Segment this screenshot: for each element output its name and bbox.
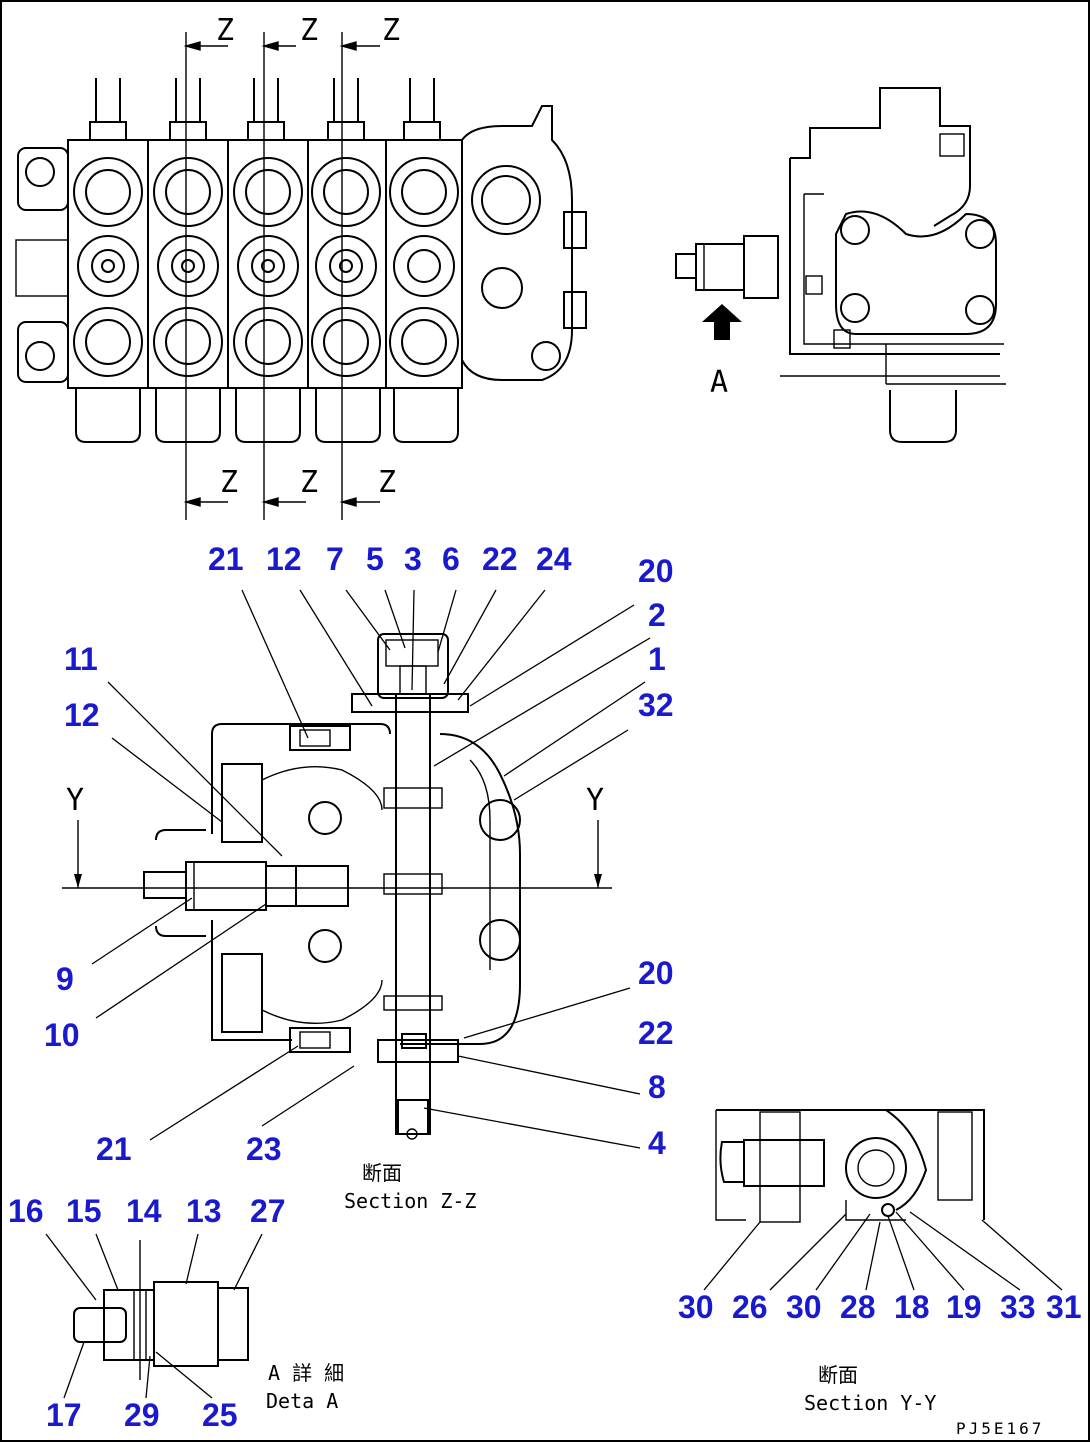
callout-25: 25	[202, 1397, 238, 1433]
callout-11: 11	[64, 641, 98, 677]
section-mark-z: Z	[220, 465, 238, 500]
caption-section-yy-en: Section Y-Y	[804, 1391, 936, 1415]
caption-section-zz-en: Section Z-Z	[344, 1189, 476, 1213]
callout-15: 15	[66, 1193, 102, 1229]
callouts-a: 16 15 14 13 27 17 29 25	[8, 1193, 286, 1433]
section-y-y-drawing	[715, 1109, 985, 1223]
callout-32: 32	[638, 687, 674, 723]
section-mark-y: Y	[586, 783, 604, 818]
caption-section-zz-jp: 断面	[362, 1161, 402, 1185]
caption-detail-a-en: Deta A	[266, 1389, 338, 1413]
callout-2: 2	[648, 597, 666, 633]
section-mark-z: Z	[300, 465, 318, 500]
callout-14: 14	[126, 1193, 162, 1229]
caption-section-yy-jp: 断面	[818, 1363, 858, 1387]
callout-30: 30	[786, 1289, 822, 1325]
section-mark-z: Z	[378, 465, 396, 500]
section-mark-z: Z	[216, 13, 234, 48]
callout-22: 22	[482, 541, 518, 577]
side-view-arrow-a: A	[675, 87, 1006, 443]
callout-22: 22	[638, 1015, 674, 1051]
callout-24: 24	[536, 541, 572, 577]
detail-a-drawing	[73, 1240, 249, 1380]
callout-16: 16	[8, 1193, 44, 1229]
section-z-z-drawing: Y Y	[62, 633, 612, 1140]
valve-assembly-top-view: Z Z Z Z Z Z	[15, 13, 587, 520]
callout-17: 17	[46, 1397, 82, 1433]
callouts-y: 30 26 30 28 18 19 33 31	[678, 1289, 1082, 1325]
section-mark-z: Z	[382, 13, 400, 48]
callout-28: 28	[840, 1289, 876, 1325]
callout-9: 9	[56, 961, 74, 997]
callout-4: 4	[648, 1125, 666, 1161]
leader-lines-a	[45, 1233, 263, 1399]
leader-lines-z	[91, 589, 651, 1149]
callout-1: 1	[648, 641, 666, 677]
callouts-z: 21 12 7 5 3 6 22 24 20 2 1 32 11 12 9 10…	[44, 541, 674, 1167]
callout-18: 18	[894, 1289, 930, 1325]
callout-19: 19	[946, 1289, 982, 1325]
callout-31: 31	[1046, 1289, 1082, 1325]
callout-26: 26	[732, 1289, 768, 1325]
callout-21: 21	[96, 1131, 132, 1167]
drawing-reference-code: PJ5E167	[956, 1419, 1044, 1438]
callout-27: 27	[250, 1193, 286, 1229]
arrow-label-a: A	[710, 365, 728, 400]
section-mark-z: Z	[300, 13, 318, 48]
caption-detail-a-jp: A 詳 細	[268, 1361, 344, 1385]
callout-21: 21	[208, 541, 244, 577]
callout-20: 20	[638, 955, 674, 991]
callout-7: 7	[326, 541, 344, 577]
callout-8: 8	[648, 1069, 666, 1105]
callout-5: 5	[366, 541, 384, 577]
callout-10: 10	[44, 1017, 80, 1053]
callout-3: 3	[404, 541, 422, 577]
view-arrow-icon	[702, 304, 742, 340]
callout-33: 33	[1000, 1289, 1036, 1325]
callout-23: 23	[246, 1131, 282, 1167]
callout-13: 13	[186, 1193, 222, 1229]
callout-12: 12	[266, 541, 302, 577]
callout-30: 30	[678, 1289, 714, 1325]
section-mark-y: Y	[66, 783, 84, 818]
callout-20: 20	[638, 553, 674, 589]
callout-12: 12	[64, 697, 100, 733]
callout-29: 29	[124, 1397, 160, 1433]
callout-6: 6	[442, 541, 460, 577]
leader-lines-y	[703, 1211, 1063, 1291]
